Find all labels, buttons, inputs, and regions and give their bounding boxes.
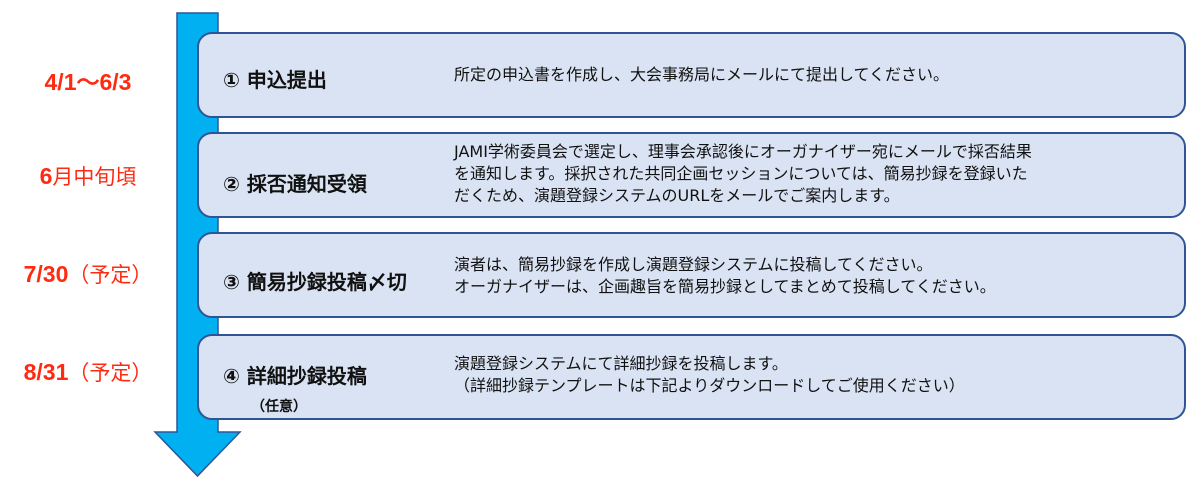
- step-title: ① 申込提出: [223, 68, 327, 92]
- date-step-4: 8/31（予定）: [0, 357, 176, 387]
- date-note: （予定）: [68, 263, 153, 287]
- step-box-notification: ② 採否通知受領 JAMI学術委員会で選定し、理事会承認後にオーガナイザー宛にメ…: [197, 132, 1186, 218]
- step-title: ③ 簡易抄録投稿〆切: [223, 270, 407, 294]
- step-box-application: ① 申込提出 所定の申込書を作成し、大会事務局にメールにて提出してください。: [197, 32, 1186, 118]
- step-box-short-abstract: ③ 簡易抄録投稿〆切 演者は、簡易抄録を作成し演題登録システムに投稿してください…: [197, 232, 1186, 318]
- date-step-1: 4/1〜6/3: [0, 63, 176, 97]
- step-subtitle: （任意）: [251, 399, 307, 415]
- date-step-2: 6月中旬頃: [0, 161, 176, 191]
- step-box-detailed-abstract: ④ 詳細抄録投稿 （任意） 演題登録システムにて詳細抄録を投稿します。 （詳細抄…: [197, 334, 1186, 420]
- date-main: 8/31: [23, 359, 69, 385]
- step-title: ② 採否通知受領: [223, 172, 367, 196]
- date-note: （予定）: [68, 361, 153, 385]
- date-note: 月中旬頃: [52, 165, 137, 189]
- step-description: 演題登録システムにて詳細抄録を投稿します。 （詳細抄録テンプレートは下記よりダウ…: [454, 354, 965, 395]
- date-main: 7/30: [23, 261, 69, 287]
- date-main: 4/1〜6/3: [44, 69, 132, 95]
- step-description: 所定の申込書を作成し、大会事務局にメールにて提出してください。: [454, 65, 950, 84]
- step-description: JAMI学術委員会で選定し、理事会承認後にオーガナイザー宛にメールで採否結果 を…: [454, 142, 1032, 205]
- date-step-3: 7/30（予定）: [0, 259, 176, 289]
- step-description: 演者は、簡易抄録を作成し演題登録システムに投稿してください。 オーガナイザーは、…: [454, 255, 996, 296]
- step-title: ④ 詳細抄録投稿: [223, 364, 367, 388]
- date-main: 6: [39, 163, 53, 189]
